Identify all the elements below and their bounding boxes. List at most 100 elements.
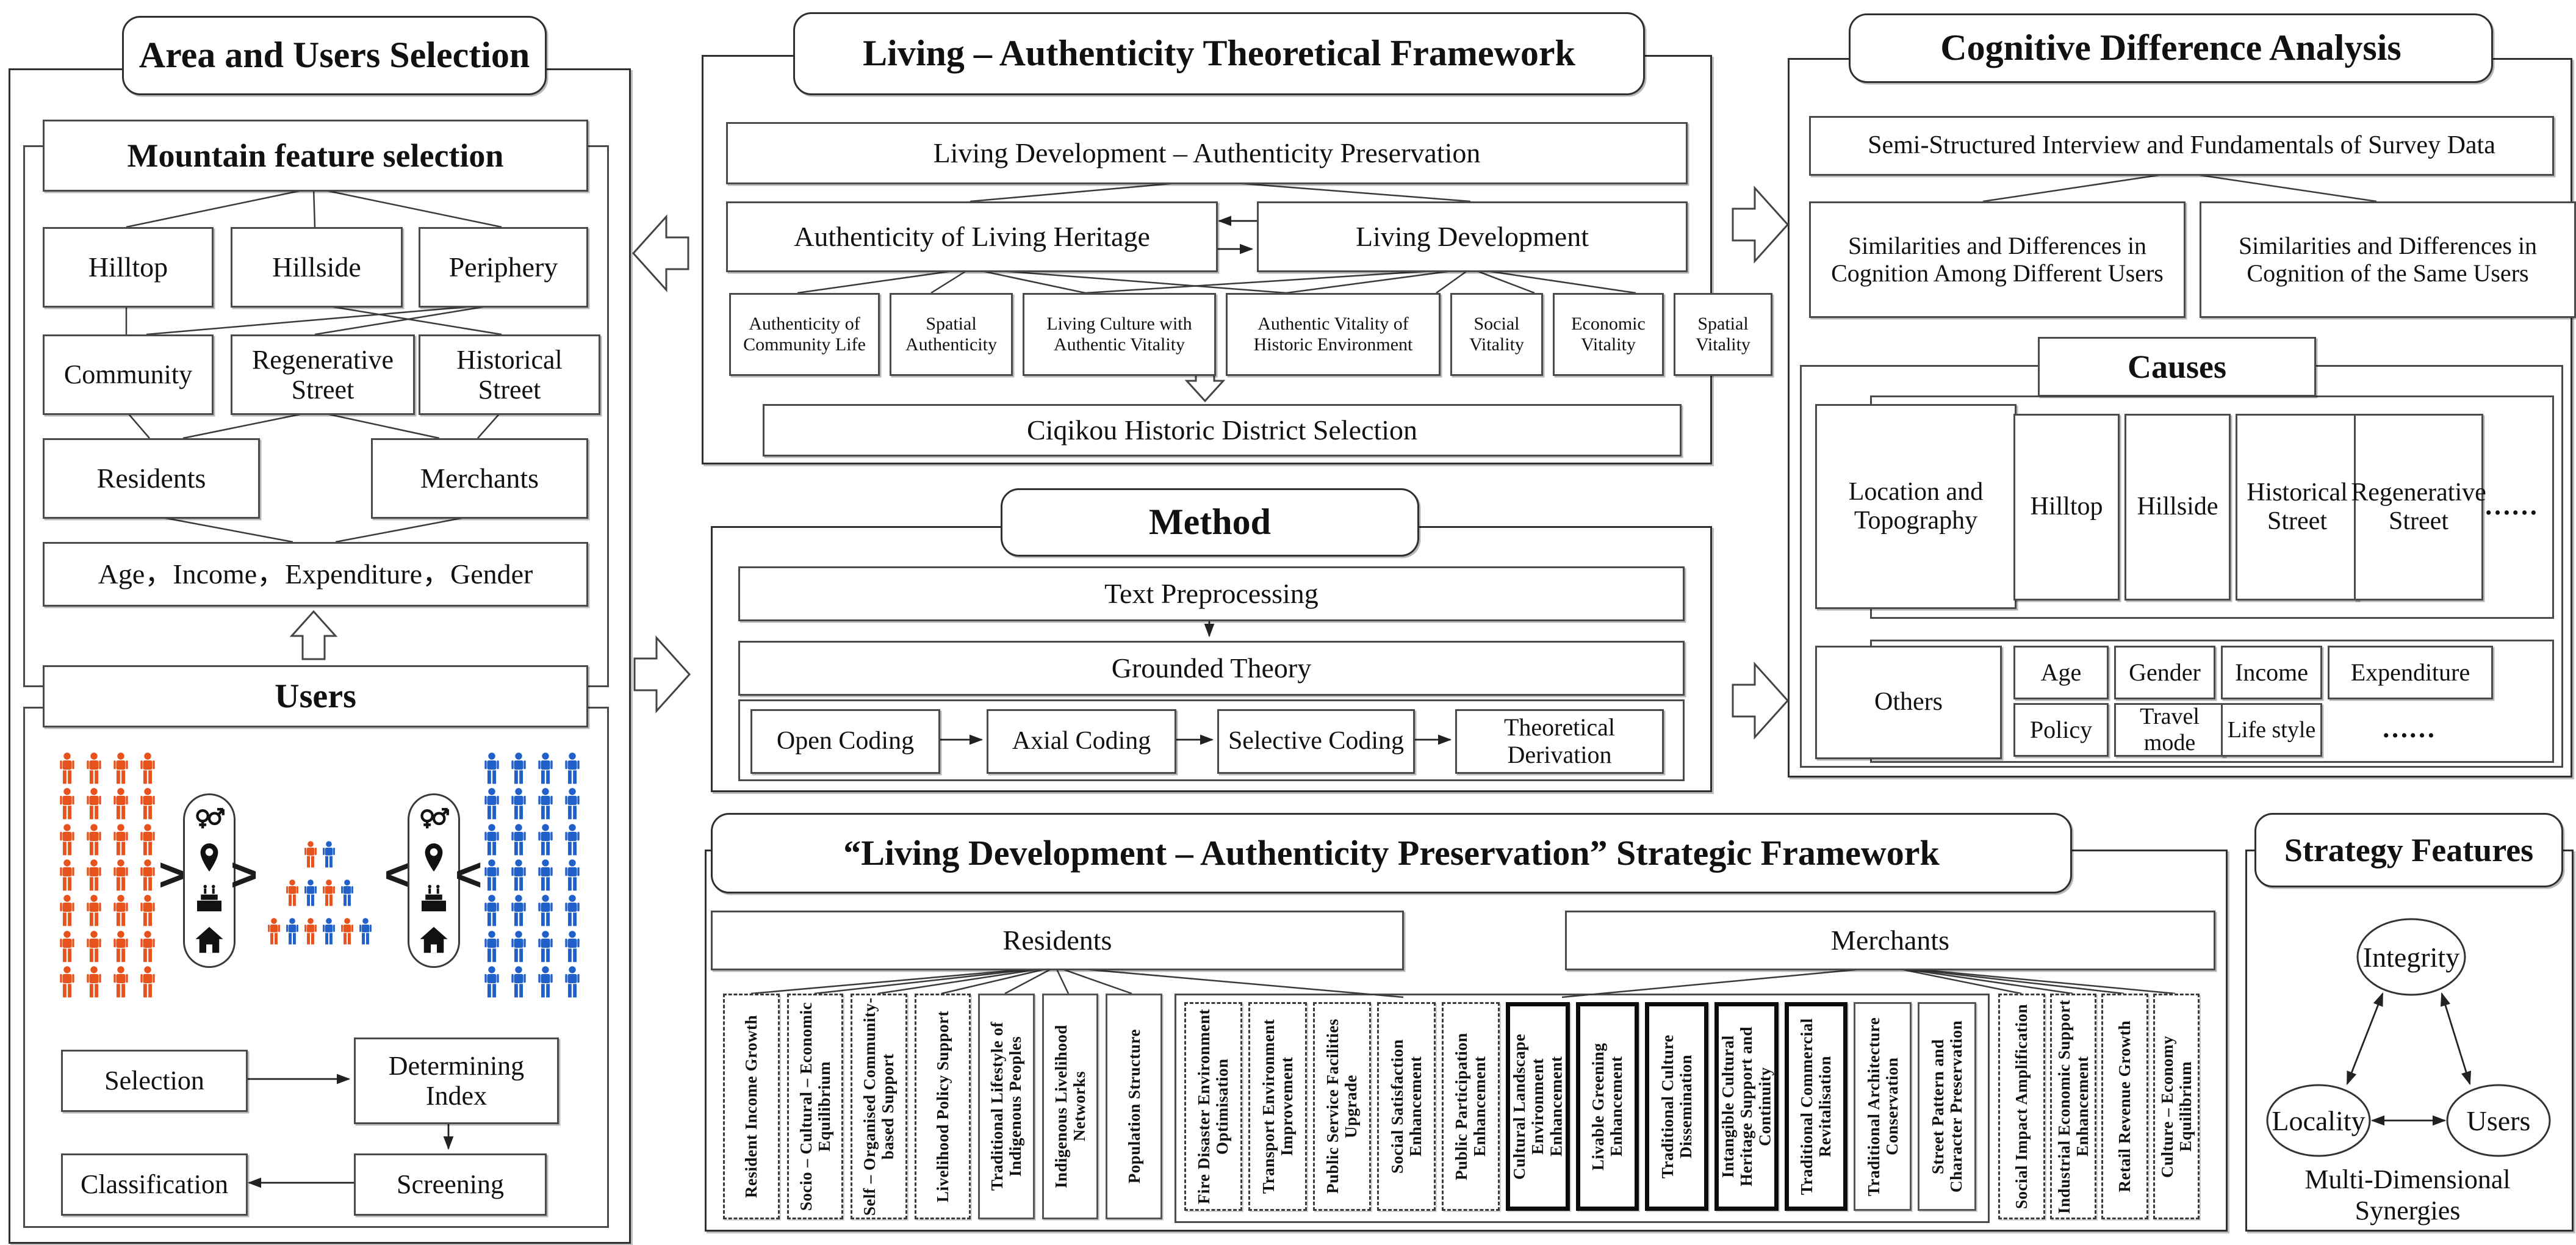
residents-people-group xyxy=(54,752,161,998)
chevron-glyph: > xyxy=(158,848,186,901)
strategy-features-title: Strategy Features xyxy=(2254,813,2563,887)
strategy-label: Social Satisfaction Enhancement xyxy=(1387,1039,1425,1174)
person-icon xyxy=(60,823,74,856)
hillside-label: Hillside xyxy=(272,251,361,283)
framework-root-label: Living Development – Authenticity Preser… xyxy=(933,137,1481,169)
integrity-node: Integrity xyxy=(2358,939,2465,975)
strategy-box-dashed: Resident Income Growth xyxy=(723,994,780,1219)
strategy-label: Livable Greening Enhancement xyxy=(1589,1042,1626,1171)
framework-dimension-box: Economic Vitality xyxy=(1553,293,1664,376)
screening-box: Screening xyxy=(354,1153,547,1216)
strategy-box-dashed: Industrial Economic Support Enhancement xyxy=(2049,994,2096,1219)
causes-header: Causes xyxy=(2038,337,2316,397)
strategic-residents-box: Residents xyxy=(711,911,1404,970)
house-icon xyxy=(419,925,449,958)
person-icon xyxy=(140,930,155,962)
person-icon xyxy=(140,859,155,891)
arrow-up-icon xyxy=(289,610,338,660)
strategy-box-bold: Livable Greening Enhancement xyxy=(1575,1002,1639,1211)
person-icon xyxy=(538,930,553,962)
strategy-label: Industrial Economic Support Enhancement xyxy=(2054,999,2092,1214)
cause-historical-street-box: Historical Street xyxy=(2236,414,2359,601)
cause-age-label: Age xyxy=(2040,658,2082,686)
strategy-label: Public Service Facilities Upgrade xyxy=(1323,1019,1361,1194)
framework-dimension-box: Authenticity of Community Life xyxy=(729,293,880,376)
ciqikou-label: Ciqikou Historic District Selection xyxy=(1026,414,1418,446)
person-icon xyxy=(511,823,526,856)
strategy-label: Socio – Cultural – Economic Equilibrium xyxy=(796,1002,833,1211)
selection-label: Selection xyxy=(104,1066,204,1096)
locality-label: Locality xyxy=(2272,1105,2366,1136)
strategy-label: Traditional Commercial Revitalisation xyxy=(1797,1018,1835,1195)
arrow-down-icon xyxy=(1184,372,1226,403)
framework-title: Living – Authenticity Theoretical Framew… xyxy=(793,12,1645,95)
person-icon xyxy=(359,918,372,945)
cause-gender-label: Gender xyxy=(2129,658,2201,686)
residents-box: Residents xyxy=(43,438,260,519)
shared-strategies-container xyxy=(1175,994,1990,1223)
arrow-right-icon xyxy=(633,635,691,713)
person-icon xyxy=(87,788,101,820)
framework-dimension-label: Social Vitality xyxy=(1469,314,1524,355)
strategy-label: Livelihood Policy Support xyxy=(933,1010,952,1203)
strategy-label: Retail Revenue Growth xyxy=(2115,1020,2134,1193)
person-icon xyxy=(565,859,580,891)
users-node-label: Users xyxy=(2466,1105,2531,1136)
resident-strategies-group: Resident Income Growth Socio – Cultural –… xyxy=(723,994,1163,1219)
framework-root-box: Living Development – Authenticity Preser… xyxy=(726,122,1688,184)
person-icon xyxy=(87,859,101,891)
person-icon xyxy=(538,859,553,891)
person-icon xyxy=(113,895,128,926)
framework-dimension-label: Economic Vitality xyxy=(1571,314,1646,355)
ellipsis-label: …… xyxy=(2381,713,2436,743)
flow-arrows xyxy=(244,215,1452,1188)
person-icon xyxy=(140,966,155,998)
pyramid-row xyxy=(283,879,356,906)
person-icon xyxy=(538,752,553,784)
authenticity-living-heritage-box: Authenticity of Living Heritage xyxy=(726,201,1218,272)
strategic-residents-label: Residents xyxy=(1002,925,1112,956)
ellipsis-label: …… xyxy=(2484,490,2538,521)
cause-historical-street-label: Historical Street xyxy=(2247,478,2348,535)
selective-coding-label: Selective Coding xyxy=(1228,727,1405,756)
person-icon xyxy=(484,930,499,962)
users-node: Users xyxy=(2447,1102,2550,1139)
strategy-label: Traditional Architecture Conservation xyxy=(1864,1017,1901,1196)
strategy-features-panel xyxy=(2245,850,2574,1232)
strategy-label: Self – Organised Community-based Support xyxy=(860,997,898,1216)
strategy-features-title-label: Strategy Features xyxy=(2284,831,2534,868)
others-ellipsis: …… xyxy=(2328,703,2489,753)
community-label: Community xyxy=(63,359,193,390)
panel-flow-arrows xyxy=(289,186,1790,740)
chevron-glyph: < xyxy=(455,848,483,901)
regenerative-street-label: Regenerative Street xyxy=(251,344,394,405)
person-icon xyxy=(60,859,74,891)
cause-regenerative-street-box: Regenerative Street xyxy=(2351,414,2486,601)
cause-hillside-label: Hillside xyxy=(2137,493,2218,521)
strategic-merchants-box: Merchants xyxy=(1565,911,2215,970)
strategy-label: Social Impact Amplification xyxy=(2012,1004,2031,1209)
strategy-label: Indigenous Livelihood Networks xyxy=(1051,1025,1089,1188)
person-icon xyxy=(304,841,317,868)
framework-dimension-box: Spatial Authenticity xyxy=(890,293,1013,376)
strategic-lines xyxy=(750,965,2176,998)
strategic-title-label: “Living Development – Authenticity Prese… xyxy=(843,832,1940,873)
person-icon xyxy=(286,879,298,906)
strategy-label: Transport Environment Improvement xyxy=(1259,1019,1297,1194)
theoretical-derivation-label: Theoretical Derivation xyxy=(1503,713,1616,768)
others-box: Others xyxy=(1815,646,2002,759)
cause-regenerative-street-label: Regenerative Street xyxy=(2351,478,2486,535)
cause-hilltop-label: Hilltop xyxy=(2030,493,2103,521)
strategy-label: Intangible Cultural Heritage Support and… xyxy=(1718,1026,1774,1187)
others-label: Others xyxy=(1874,688,1943,716)
cognition-same-users-label: Similarities and Differences in Cognitio… xyxy=(2238,231,2538,287)
strategy-label: Culture – Economy Equilibrium xyxy=(2157,1035,2195,1178)
cause-life-style-label: Life style xyxy=(2227,716,2316,743)
integrity-label: Integrity xyxy=(2362,941,2460,973)
location-ellipsis: …… xyxy=(2476,414,2546,597)
person-icon xyxy=(60,752,74,784)
framework-title-label: Living – Authenticity Theoretical Framew… xyxy=(863,33,1575,74)
hillside-box: Hillside xyxy=(231,227,403,308)
person-icon xyxy=(538,823,553,856)
